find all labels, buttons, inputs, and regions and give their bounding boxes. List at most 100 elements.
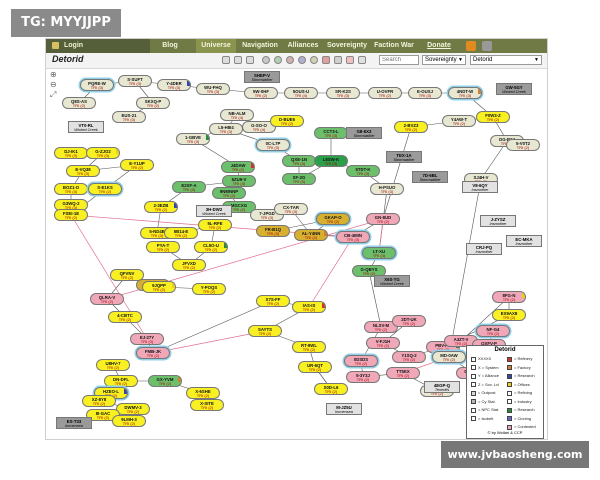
login-link[interactable]: Login <box>46 39 150 53</box>
nav-navigation[interactable]: Navigation <box>242 42 278 49</box>
nav-sovereignty[interactable]: Sovereignty <box>326 42 368 49</box>
pin-icon[interactable] <box>322 56 330 64</box>
search-input[interactable] <box>379 55 419 65</box>
sov-icon[interactable] <box>274 56 282 64</box>
zoom-in-icon[interactable]: ⊕ <box>50 70 57 79</box>
nav-donate[interactable]: Donate <box>427 42 451 49</box>
rss-icon[interactable] <box>466 41 476 51</box>
nav-blog[interactable]: Blog <box>162 42 178 49</box>
mode-select[interactable]: Sovereignty▼ <box>422 55 466 65</box>
pdf-icon[interactable] <box>346 56 354 64</box>
globe-icon[interactable] <box>262 56 270 64</box>
region-select[interactable]: Detorid▼ <box>470 55 542 65</box>
nav-faction-war[interactable]: Faction War <box>374 42 414 49</box>
first-icon[interactable] <box>222 56 230 64</box>
print-icon[interactable] <box>358 56 366 64</box>
nav-universe[interactable]: Universe <box>196 39 236 53</box>
jump-icon[interactable] <box>334 56 342 64</box>
nav-alliances[interactable]: Alliances <box>287 42 319 49</box>
npc-icon[interactable] <box>310 56 318 64</box>
zoom-out-icon[interactable]: ⊖ <box>50 80 57 89</box>
kills-icon[interactable] <box>286 56 294 64</box>
